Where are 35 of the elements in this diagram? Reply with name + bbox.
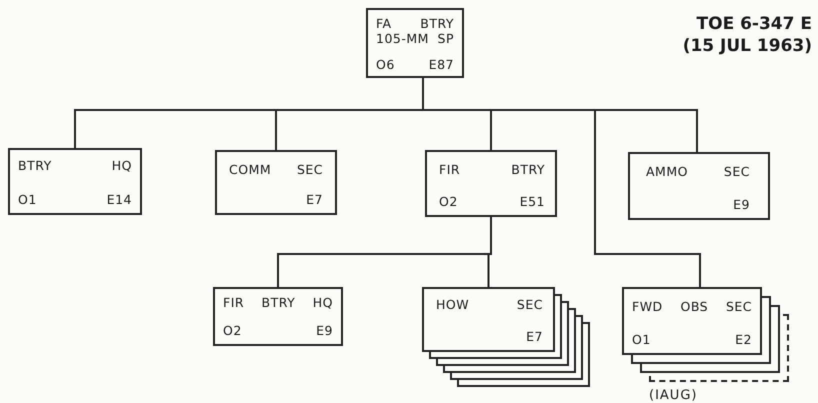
- officer-count: O1: [632, 332, 651, 347]
- officer-count: O2: [439, 194, 458, 209]
- unit-name: COMM SEC: [229, 162, 323, 177]
- enlisted-count: E9: [316, 323, 333, 338]
- unit-box: [213, 287, 343, 346]
- unit-name: 105-MM SP: [376, 31, 454, 46]
- enlisted-count: E7: [306, 192, 323, 207]
- enlisted-count: E51: [520, 194, 545, 209]
- connector-line: [422, 78, 698, 152]
- enlisted-count: E9: [733, 197, 750, 212]
- officer-count: O2: [223, 323, 242, 338]
- augmentation-note: (IAUG): [649, 388, 698, 403]
- unit-box: [425, 150, 557, 217]
- unit-name: FWD OBS SEC: [632, 299, 752, 314]
- enlisted-count: E2: [735, 332, 752, 347]
- enlisted-count: E14: [106, 192, 132, 207]
- unit-name: BTRY HQ: [18, 158, 132, 173]
- unit-name: AMMO SEC: [646, 164, 750, 179]
- unit-box: [8, 148, 142, 215]
- enlisted-count: E7: [526, 329, 543, 344]
- unit-name: HOW SEC: [436, 297, 543, 312]
- unit-box: [628, 152, 770, 220]
- officer-count: O6: [376, 57, 395, 72]
- unit-name: FA BTRY: [376, 16, 454, 31]
- unit-box: [366, 8, 464, 78]
- unit-name: FIR BTRY HQ: [223, 295, 333, 310]
- document-reference: TOE 6-347 E: [696, 14, 812, 34]
- enlisted-count: E87: [428, 57, 454, 72]
- document-reference: (15 JUL 1963): [682, 36, 812, 56]
- unit-name: FIR BTRY: [439, 162, 545, 177]
- connector-line: [488, 217, 492, 287]
- unit-box: [215, 150, 337, 215]
- unit-box: [622, 287, 762, 355]
- officer-count: O1: [18, 192, 37, 207]
- unit-box: [422, 287, 555, 352]
